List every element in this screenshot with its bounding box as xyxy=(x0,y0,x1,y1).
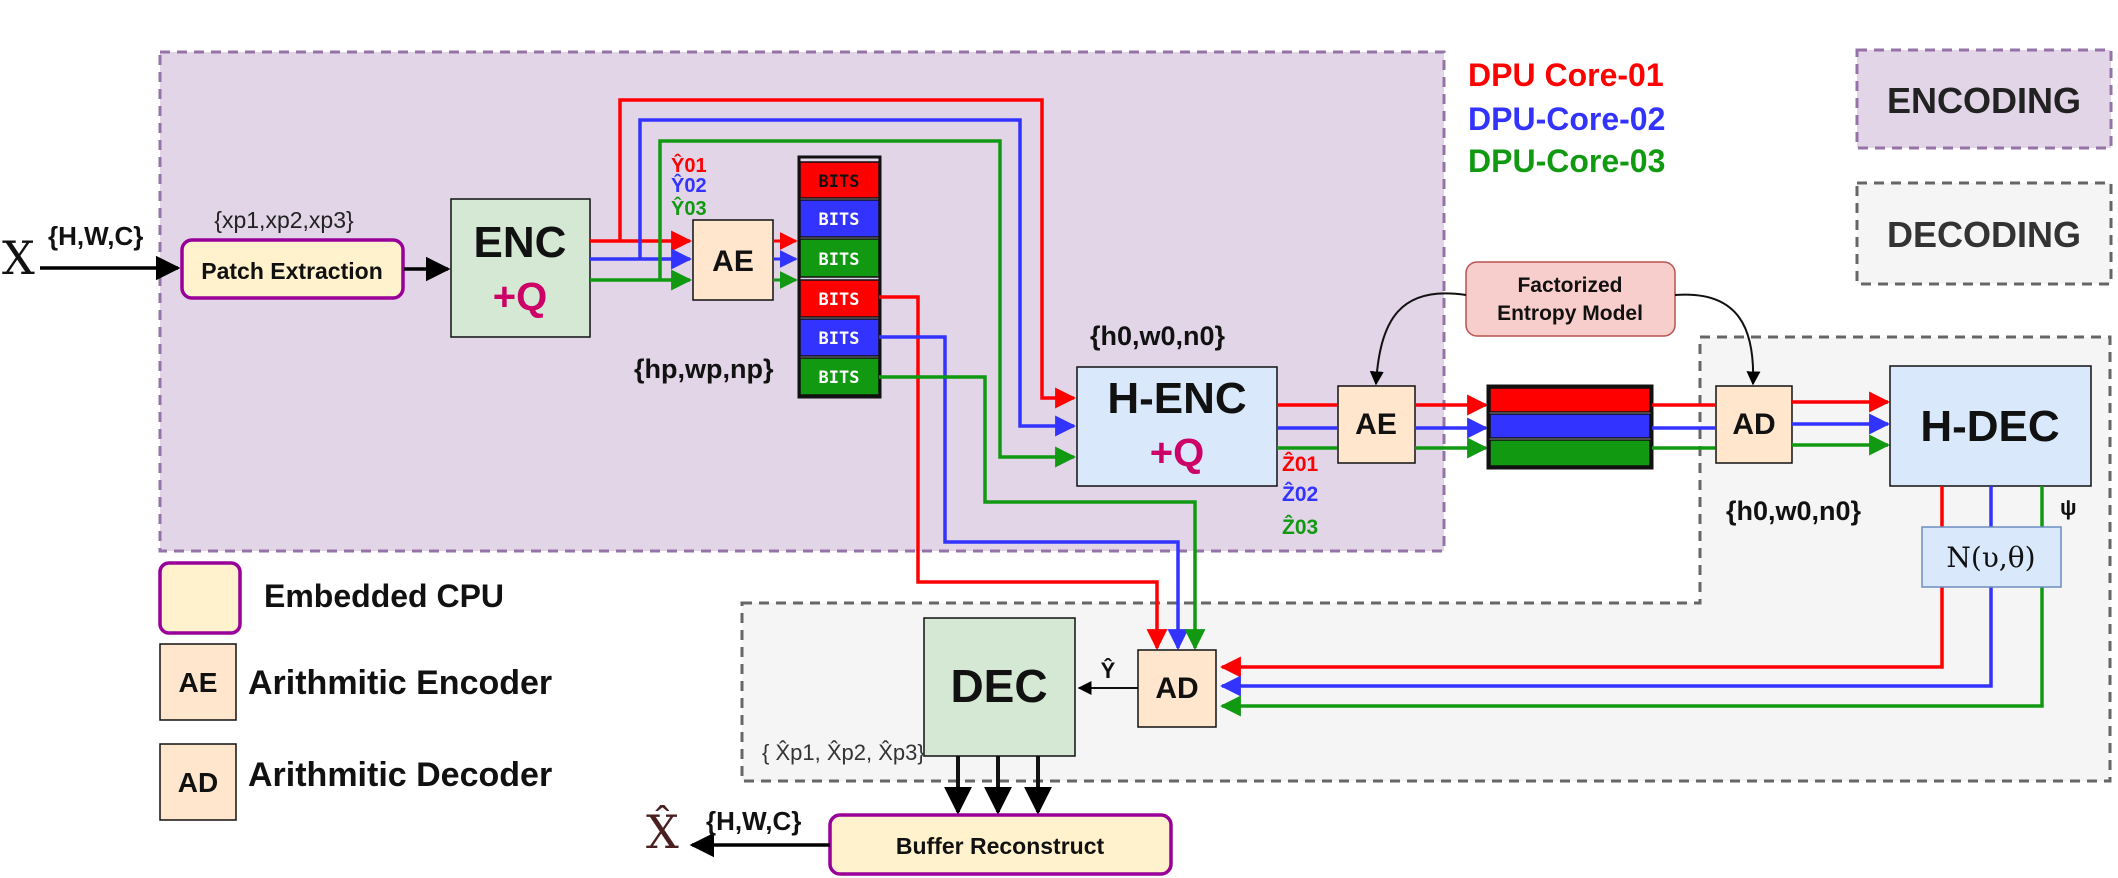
ae-hyper-label: AE xyxy=(1355,408,1397,441)
gaussian-label: N(υ,θ) xyxy=(1946,541,2035,574)
bits-label-4: BITS xyxy=(819,290,860,310)
latent-y03: Ŷ03 xyxy=(671,196,707,220)
enc-henc-line-core1 xyxy=(618,98,1077,409)
ae-legend-box xyxy=(159,643,237,721)
entropy-to-ad-arrow xyxy=(1674,293,1761,386)
bits-cell-4 xyxy=(799,279,880,318)
hdec-block xyxy=(1889,365,2092,487)
h0-label-top: {h0,w0,n0} xyxy=(1090,321,1226,351)
bits-cell-6 xyxy=(799,357,880,396)
latent-y01: Ŷ01 xyxy=(671,153,707,177)
gaussian-block xyxy=(1921,526,2062,588)
decoding-legend-box xyxy=(1855,181,2113,286)
patch-extraction-label: Patch Extraction xyxy=(201,258,383,284)
enc-q-label: +Q xyxy=(493,275,547,319)
core1-legend: DPU Core-01 xyxy=(1468,57,1664,93)
ad-legend-label: Arithmitic Decoder xyxy=(248,756,552,794)
dec-block xyxy=(923,617,1076,757)
bits-label-3: BITS xyxy=(819,250,860,270)
bits-stack-frame xyxy=(797,155,882,399)
patch-vars-label: {xp1,xp2,xp3} xyxy=(214,207,354,233)
ae-main-block xyxy=(692,219,774,301)
enc-block xyxy=(450,198,591,338)
ad-legend-box xyxy=(159,743,237,821)
bits-ad-line-core1 xyxy=(879,295,1168,651)
ad-hyper-block xyxy=(1715,385,1793,464)
entropy-model-line2: Entropy Model xyxy=(1497,302,1643,325)
bits-ad-line-core2 xyxy=(879,335,1189,651)
enc-henc-line-core3 xyxy=(658,139,1077,468)
hdec-title: H-DEC xyxy=(1920,402,2059,451)
input-dims: {H,W,C} xyxy=(48,221,143,251)
latent-y02: Ŷ02 xyxy=(671,173,707,197)
embedded-cpu-legend-box xyxy=(158,561,242,635)
bits-label-1: BITS xyxy=(819,172,860,192)
bitstream-core3 xyxy=(1489,439,1651,467)
ae-hyper-block xyxy=(1337,385,1416,464)
entropy-model-block xyxy=(1465,261,1676,337)
bitstream-core1 xyxy=(1489,387,1651,413)
ad-main-label: AD xyxy=(1155,672,1198,705)
enc-henc-line-core2 xyxy=(638,118,1077,437)
bits-ad-line-core3 xyxy=(879,375,1206,651)
psi-label: ψ xyxy=(2060,495,2077,520)
latent-z03: Ẑ03 xyxy=(1282,515,1318,539)
hp-label: {hp,wp,np} xyxy=(634,354,774,384)
ad-hyper-label: AD xyxy=(1732,408,1775,441)
bits-label-6: BITS xyxy=(819,368,860,388)
ae-legend-label: Arithmitic Encoder xyxy=(248,664,552,702)
entropy-to-ae-arrow xyxy=(1369,292,1467,386)
encoding-legend-label: ENCODING xyxy=(1887,80,2081,121)
ad-legend-box-label: AD xyxy=(178,767,218,798)
xhat-vars-label: { X̂p1, X̂p2, X̂p3} xyxy=(762,740,925,765)
yhat-label: Ŷ xyxy=(1101,658,1116,683)
ae-main-label: AE xyxy=(712,245,754,278)
bits-cell-3 xyxy=(799,238,880,278)
decoding-legend-label: DECODING xyxy=(1887,214,2081,255)
buffer-reconstruct-label: Buffer Reconstruct xyxy=(896,833,1105,859)
henc-title: H-ENC xyxy=(1107,374,1246,423)
bits-cell-2 xyxy=(799,199,880,238)
core2-legend: DPU-Core-02 xyxy=(1468,101,1665,137)
patch-extraction-block xyxy=(180,238,405,300)
enc-title: ENC xyxy=(474,218,567,267)
output-symbol: X̂ xyxy=(646,805,679,859)
henc-q-label: +Q xyxy=(1150,431,1204,475)
bits-cell-5 xyxy=(799,318,880,357)
encoding-legend-box xyxy=(1855,48,2113,150)
core3-legend: DPU-Core-03 xyxy=(1468,143,1665,179)
bitstream-core2 xyxy=(1489,413,1651,439)
dec-title: DEC xyxy=(950,660,1047,712)
henc-block xyxy=(1076,366,1278,487)
input-symbol: X xyxy=(2,231,35,285)
latent-z02: Ẑ02 xyxy=(1282,482,1318,506)
latent-z01: Ẑ01 xyxy=(1282,452,1319,476)
output-dims: {H,W,C} xyxy=(706,806,801,836)
bits-label-2: BITS xyxy=(819,210,860,230)
entropy-model-line1: Factorized xyxy=(1517,274,1622,297)
ae-legend-box-label: AE xyxy=(179,667,218,698)
bits-label-5: BITS xyxy=(819,329,860,349)
embedded-cpu-legend-label: Embedded CPU xyxy=(264,578,504,614)
h0-label-bottom: {h0,w0,n0} xyxy=(1726,496,1862,526)
ad-main-block xyxy=(1137,649,1217,728)
bits-cell-1 xyxy=(799,161,880,199)
